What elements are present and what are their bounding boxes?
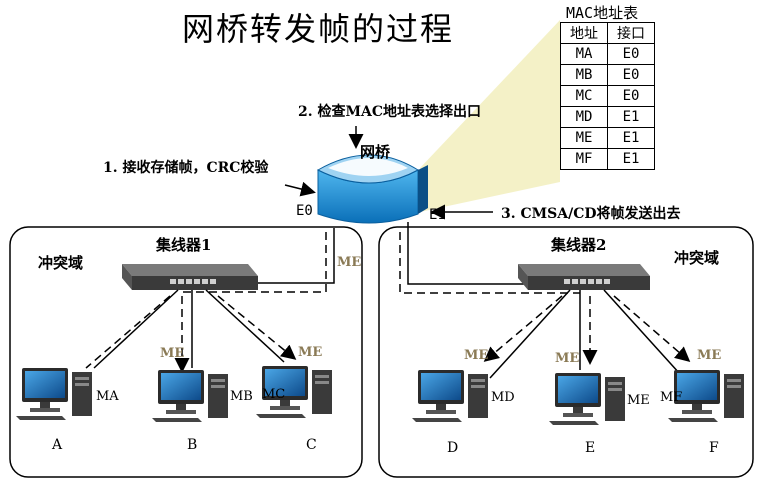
step-2-label: 2. 检查MAC地址表选择出口 xyxy=(298,104,481,120)
frame-label-e: ME xyxy=(555,351,580,366)
mac-cell: E0 xyxy=(607,85,655,107)
link-hub1-c xyxy=(205,289,285,363)
link-hub2-d xyxy=(489,289,571,379)
frame-label-b: ME xyxy=(160,346,185,361)
hub-1-icon xyxy=(122,264,258,290)
step1-arrow xyxy=(284,181,316,197)
bridge-icon xyxy=(316,154,428,224)
step-3-label: 3. CMSA/CD将帧发送出去 xyxy=(501,206,681,222)
pc-a-mac: MA xyxy=(96,389,119,404)
pc-e-name: E xyxy=(585,440,596,456)
pc-d-name: D xyxy=(447,440,459,456)
mac-cell: E1 xyxy=(607,148,655,170)
frame-label-d: ME xyxy=(464,348,489,363)
frame-hub2-f xyxy=(613,295,691,362)
mac-header-address: 地址 xyxy=(560,22,608,44)
collision-domain-1-box xyxy=(9,226,363,478)
computer-icon-a xyxy=(16,368,92,420)
pc-c-mac: MC xyxy=(262,387,286,402)
bridge-label: 网桥 xyxy=(360,143,391,161)
computer-icon-c xyxy=(256,366,332,418)
frame-hub2-d xyxy=(483,295,563,362)
mac-table-title: MAC地址表 xyxy=(566,4,639,22)
computer-icon-d xyxy=(412,370,488,422)
computer-icon-e xyxy=(549,373,625,425)
mac-cell: MA xyxy=(560,43,608,65)
port-e1-label: E1 xyxy=(429,207,446,223)
mac-cell: E1 xyxy=(607,127,655,149)
frame-label-f: ME xyxy=(697,348,722,363)
hub-2-icon xyxy=(518,264,650,290)
pc-a-name: A xyxy=(52,437,63,453)
mac-table-header: 地址 接口 xyxy=(560,22,655,44)
frame-path-e1 xyxy=(399,232,580,294)
frame-path-e0 xyxy=(180,232,327,293)
mac-cell: ME xyxy=(560,127,608,149)
link-e1-hub2 xyxy=(407,222,570,285)
diagram-title: 网桥转发帧的过程 xyxy=(182,10,455,48)
computer-icon-f xyxy=(668,370,744,422)
collision-domain-2-label: 冲突域 xyxy=(674,249,720,267)
pc-b-name: B xyxy=(187,437,198,453)
mac-cell: MC xyxy=(560,85,608,107)
pc-d-mac: MD xyxy=(491,390,515,405)
lookup-beam xyxy=(420,20,560,212)
collision-domain-2-box xyxy=(378,226,754,478)
pc-f-mac: MF xyxy=(660,390,683,405)
mac-cell: MF xyxy=(560,148,608,170)
mac-cell: MD xyxy=(560,106,608,128)
frame-label-e0: ME xyxy=(337,255,362,270)
port-e0-label: E0 xyxy=(296,203,313,219)
hub-2-label: 集线器2 xyxy=(551,236,607,254)
hub-1-label: 集线器1 xyxy=(156,236,212,254)
collision-domain-1-label: 冲突域 xyxy=(38,254,84,272)
computer-icon-b xyxy=(152,370,228,422)
mac-header-port: 接口 xyxy=(607,22,655,44)
link-hub1-a xyxy=(93,289,179,369)
pc-c-name: C xyxy=(306,437,317,453)
frame-hub1-a xyxy=(85,295,171,369)
mac-cell: MB xyxy=(560,64,608,86)
step-1-label: 1. 接收存储帧，CRC校验 xyxy=(103,160,269,176)
pc-b-mac: MB xyxy=(230,389,253,404)
pc-f-name: F xyxy=(709,440,719,456)
link-hub2-f xyxy=(603,289,681,375)
mac-cell: E0 xyxy=(607,43,655,65)
mac-cell: E0 xyxy=(607,64,655,86)
pc-e-mac: ME xyxy=(627,393,650,408)
frame-label-c: ME xyxy=(298,345,323,360)
mac-cell: E1 xyxy=(607,106,655,128)
frame-hub1-c xyxy=(217,295,297,360)
